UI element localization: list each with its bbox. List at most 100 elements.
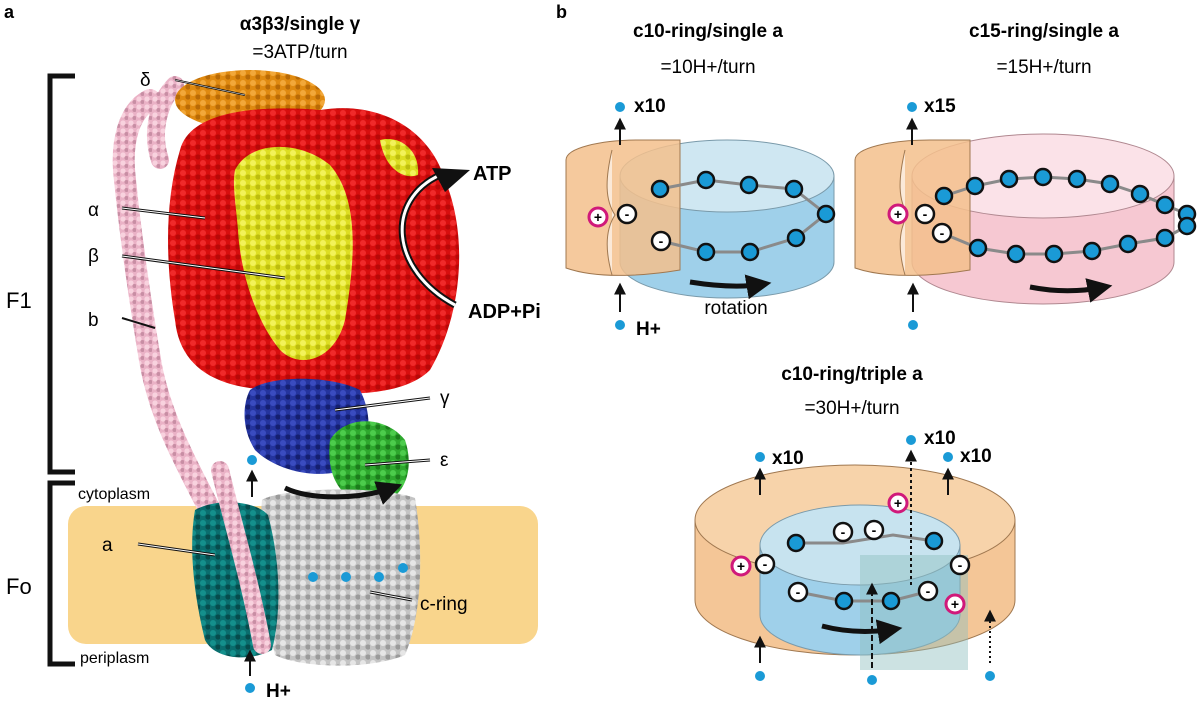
f1-label: F1	[6, 288, 32, 313]
triple-rotation-arrow	[821, 619, 903, 645]
c10-a-channel	[606, 149, 616, 276]
c10-single-title: c10-ring/single a	[633, 21, 783, 42]
proton-site	[1082, 241, 1102, 261]
proton-site	[1100, 174, 1120, 194]
beta-subunit	[233, 146, 353, 360]
c10-triple-diagram: c10-ring/triple a =30H+/turn - -	[694, 364, 1016, 685]
minus-charge	[931, 222, 953, 244]
proton-site	[1033, 167, 1053, 187]
c15-proton-sites	[934, 167, 1197, 264]
proton-site	[1155, 195, 1175, 215]
c10-single-subtitle: =10H+/turn	[660, 57, 755, 78]
svg-text:-: -	[841, 524, 846, 540]
gamma-label: γ	[440, 388, 450, 409]
triple-ring-lower-line	[797, 588, 935, 603]
proton-dot	[615, 320, 625, 330]
c15-a-subunit	[854, 139, 971, 276]
plus-charge	[587, 206, 609, 228]
atp-label: ATP	[473, 163, 512, 185]
epsilon-label: ε	[440, 450, 449, 471]
svg-text:+: +	[737, 558, 745, 574]
proton-dot	[907, 102, 917, 112]
proton-site	[650, 179, 670, 199]
plus-charge	[887, 203, 909, 225]
proton-site	[816, 204, 836, 224]
panel-a: a α3β3/single γ =3ATP/turn F1 Fo	[4, 2, 541, 702]
proton-label: H+	[266, 681, 291, 702]
c15-count-label: x15	[924, 96, 956, 117]
proton-dot	[615, 102, 625, 112]
c-ring-label: c-ring	[420, 594, 468, 615]
beta-subunit-right	[380, 139, 419, 177]
proton-dot-top	[247, 455, 257, 465]
f1-bracket	[47, 73, 75, 475]
c10-count-label: x10	[634, 96, 666, 117]
proton-site	[696, 170, 716, 190]
proton-site	[1177, 216, 1197, 236]
c-ring	[260, 489, 421, 666]
beta-label: β	[88, 246, 99, 267]
c10-triple-title: c10-ring/triple a	[781, 364, 923, 385]
c10-single-diagram: c10-ring/single a =10H+/turn	[565, 21, 836, 340]
proton-site	[1130, 184, 1150, 204]
proton-dot	[867, 675, 877, 685]
proton-site	[739, 175, 759, 195]
c10-proton-sites	[650, 170, 836, 262]
svg-text:-: -	[940, 225, 945, 241]
panel-a-letter: a	[4, 2, 15, 22]
proton-dot	[755, 671, 765, 681]
proton-dot	[908, 320, 918, 330]
triple-ring-upper-line	[796, 533, 935, 545]
minus-charge	[616, 203, 638, 225]
svg-text:+: +	[894, 206, 902, 222]
panel-a-subtitle: =3ATP/turn	[252, 42, 347, 63]
triple-count-mid: x10	[924, 428, 956, 449]
cytoplasm-label: cytoplasm	[78, 486, 150, 503]
proton-site	[1067, 169, 1087, 189]
panel-b: b c10-ring/single a =10H+/turn	[556, 2, 1197, 685]
minus-charge	[917, 580, 939, 602]
plus-charge	[730, 555, 752, 577]
c15-single-subtitle: =15H+/turn	[996, 57, 1091, 78]
proton-dot-bottom	[245, 683, 255, 693]
c15-single-diagram: c15-ring/single a =15H+/turn	[854, 21, 1197, 330]
proton-dot	[985, 671, 995, 681]
proton-site	[1118, 234, 1138, 254]
proton-site	[999, 169, 1019, 189]
proton-site	[965, 176, 985, 196]
minus-charge	[914, 203, 936, 225]
plus-charge	[887, 492, 909, 514]
proton-site	[834, 591, 854, 611]
proton-dot	[341, 572, 351, 582]
b-leader	[121, 317, 156, 329]
minus-charge	[863, 519, 885, 541]
svg-text:-: -	[625, 206, 630, 222]
proton-dot	[906, 435, 916, 445]
c10-triple-subtitle: =30H+/turn	[804, 398, 899, 419]
panel-a-title: α3β3/single γ	[240, 14, 361, 35]
a-label: a	[102, 535, 113, 556]
proton-dot	[755, 452, 765, 462]
alpha-label: α	[88, 200, 99, 221]
proton-site	[881, 591, 901, 611]
svg-text:-: -	[763, 556, 768, 572]
b-subunit-lower	[211, 461, 271, 654]
rotation-arrow	[283, 481, 403, 505]
atp-arrowhead	[432, 168, 470, 192]
proton-site	[934, 186, 954, 206]
adp-pi-label: ADP+Pi	[468, 301, 541, 323]
delta-label: δ	[140, 70, 151, 91]
triple-count-right: x10	[960, 446, 992, 467]
proton-site	[1006, 244, 1026, 264]
proton-dot	[374, 572, 384, 582]
b-label: b	[88, 310, 99, 331]
minus-charge	[949, 554, 971, 576]
c10-proton-label: H+	[636, 319, 661, 340]
svg-text:+: +	[894, 495, 902, 511]
proton-site	[786, 228, 806, 248]
proton-site	[696, 242, 716, 262]
proton-dot	[398, 563, 408, 573]
atp-arc-inner	[400, 173, 456, 307]
svg-text:+: +	[951, 596, 959, 612]
proton-dot	[308, 572, 318, 582]
